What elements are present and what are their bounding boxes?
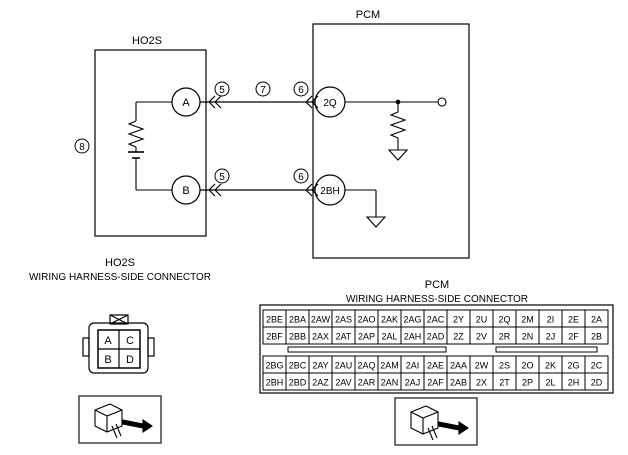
pcm-box: [312, 23, 470, 259]
pcm-pin-label: 2R: [499, 332, 511, 342]
ho2s-pin-c: C: [126, 335, 134, 347]
pcm-pin-label: 2AN: [381, 378, 399, 388]
connector-view-icon: [78, 395, 162, 444]
ho2s-connector-title: HO2S: [105, 257, 135, 269]
callout-8: 8: [79, 142, 85, 153]
pcm-terminal-2q-label: 2Q: [323, 98, 337, 109]
pcm-connector-title: PCM: [425, 279, 449, 291]
callout-7: 7: [260, 85, 266, 96]
pcm-connector-body: [259, 304, 614, 394]
terminal-a-label: A: [182, 97, 190, 109]
pcm-connector-pin-grid: 2BE 2BA 2AW 2AS 2AO 2AK 2AG 2AC 2Y 2U 2Q 2M 2I 2E 2A 2B…: [262, 309, 609, 391]
pcm-pin-label: 2B: [591, 332, 602, 342]
pcm-pin-label: 2S: [499, 361, 510, 371]
pcm-pin-label: 2AK: [381, 315, 398, 325]
pcm-pin-cell: [584, 326, 609, 345]
pcm-pin-label: 2AR: [358, 378, 376, 388]
ho2s-pin-b: B: [104, 354, 111, 366]
pcm-pin-label: 2V: [476, 332, 487, 342]
pcm-pin-label: 2BE: [266, 315, 283, 325]
ho2s-title: HO2S: [132, 35, 162, 47]
pcm-pin-label: 2O: [521, 361, 533, 371]
pcm-pin-label: 2AQ: [357, 361, 375, 371]
pcm-pin-label: 2T: [499, 378, 510, 388]
pcm-pin-label: 2L: [545, 378, 555, 388]
callout-5-bottom: 5: [219, 172, 225, 183]
pcm-pin-label: 2P: [522, 378, 533, 388]
ho2s-connector-face: [82, 314, 155, 374]
pcm-pin-label: 2BD: [289, 378, 307, 388]
pcm-pin-label: 2BB: [289, 332, 306, 342]
pcm-pin-label: 2AO: [357, 315, 375, 325]
pcm-pin-label: 2X: [476, 378, 487, 388]
pcm-pin-label: 2G: [567, 361, 579, 371]
pcm-pin-label: 2AB: [450, 378, 467, 388]
pcm-pin-label: 2AG: [403, 315, 421, 325]
pcm-pin-label: 2AM: [380, 361, 399, 371]
callout-6-top: 6: [298, 85, 304, 96]
callouts: 5 7 6 5 6 8: [74, 81, 309, 184]
pcm-pin-label: 2AJ: [405, 378, 421, 388]
pcm-pin-label: 2AZ: [312, 378, 329, 388]
pcm-connector-key-right: [495, 346, 598, 353]
pcm-pin-label: 2A: [591, 315, 602, 325]
harness-wires: [200, 95, 319, 197]
pcm-pin-label: 2AC: [427, 315, 445, 325]
pcm-internal-circuit: [345, 97, 447, 228]
pcm-pin-label: 2AY: [312, 361, 328, 371]
callout-5-top: 5: [219, 85, 225, 96]
pcm-pin-label: 2F: [568, 332, 579, 342]
pcm-pin-label: 2AT: [336, 332, 352, 342]
pcm-pin-label: 2BG: [265, 361, 283, 371]
ho2s-connector-subtitle: WIRING HARNESS-SIDE CONNECTOR: [29, 272, 211, 283]
pcm-connector-subtitle: WIRING HARNESS-SIDE CONNECTOR: [346, 294, 528, 305]
pcm-pin-label: 2C: [591, 361, 603, 371]
pcm-pin-label: 2AS: [335, 315, 352, 325]
pcm-pin-label: 2K: [545, 361, 556, 371]
pcm-pin-label: 2W: [475, 361, 489, 371]
pcm-pin-label: 2AI: [406, 361, 420, 371]
pcm-pin-label: 2BF: [266, 332, 283, 342]
pcm-pin-label: 2Y: [453, 315, 464, 325]
ho2s-pin-a: A: [104, 335, 112, 347]
pcm-pin-label: 2E: [568, 315, 579, 325]
callout-6-bottom: 6: [298, 172, 304, 183]
pcm-pin-label: 2U: [476, 315, 488, 325]
pcm-pin-label: 2Q: [498, 315, 510, 325]
connector-view-icon: [394, 397, 478, 446]
ho2s-internal-circuit: [127, 101, 172, 191]
pcm-terminal-2bh-label: 2BH: [320, 186, 339, 197]
pcm-pin-label: 2AL: [381, 332, 397, 342]
pcm-pin-label: 2AV: [335, 378, 351, 388]
pcm-pin-label: 2AU: [335, 361, 353, 371]
pcm-pin-label: 2N: [522, 332, 534, 342]
pcm-pin-label: 2D: [591, 378, 603, 388]
ho2s-pin-d: D: [126, 354, 134, 366]
pcm-pin-label: 2H: [568, 378, 580, 388]
pcm-pin-label: 2AE: [427, 361, 444, 371]
pcm-pin-label: 2AX: [312, 332, 329, 342]
pcm-pin-label: 2AP: [358, 332, 375, 342]
pcm-pin-label: 2AH: [404, 332, 422, 342]
ho2s-box: [94, 49, 207, 237]
pcm-pin-label: 2AW: [311, 315, 331, 325]
pcm-pin-label: 2M: [521, 315, 534, 325]
pcm-pin-label: 2AD: [427, 332, 445, 342]
pcm-pin-label: 2AA: [450, 361, 467, 371]
pcm-pin-label: 2J: [546, 332, 556, 342]
pcm-pin-label: 2I: [547, 315, 555, 325]
pcm-pin-cell: [584, 372, 609, 391]
pcm-pin-label: 2Z: [453, 332, 464, 342]
pcm-pin-label: 2BH: [266, 378, 284, 388]
pcm-title: PCM: [356, 9, 380, 21]
pcm-pin-label: 2BC: [289, 361, 307, 371]
pcm-pin-label: 2AF: [427, 378, 444, 388]
terminal-b-label: B: [182, 185, 189, 197]
pcm-pin-label: 2BA: [289, 315, 306, 325]
pcm-connector-key-left: [287, 346, 447, 353]
